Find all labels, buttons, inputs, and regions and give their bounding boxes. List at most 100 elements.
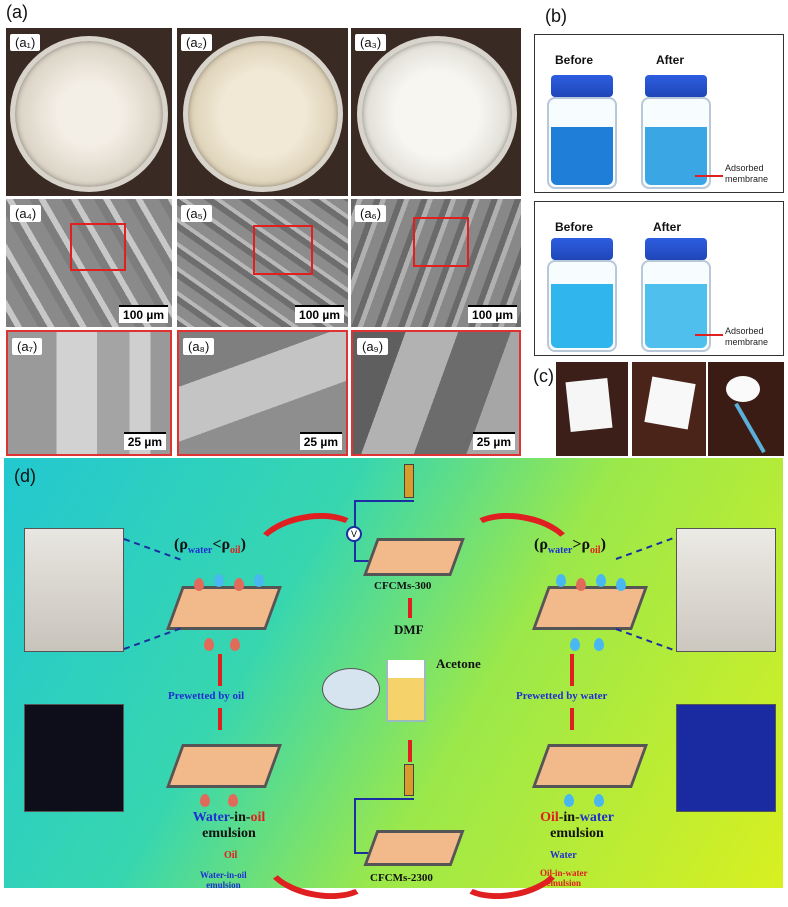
oil-drop bbox=[200, 794, 210, 807]
label-a2: (a₂) bbox=[181, 34, 212, 51]
panel-d: (d) V CFCMs-300 DMF Acetone CFCMs-2300 (… bbox=[4, 458, 783, 907]
rho-open: (ρ bbox=[174, 536, 188, 553]
mesh-right-bottom bbox=[531, 744, 649, 788]
cfcm-top: CFCMs-300 bbox=[374, 580, 432, 592]
bottle-cap bbox=[551, 238, 613, 260]
photo-c1 bbox=[556, 362, 628, 456]
bottle-after bbox=[641, 260, 711, 352]
rho-left: (ρwater<ρoil) bbox=[174, 536, 246, 556]
legend-oiw-b: emulsion bbox=[546, 878, 581, 888]
label-a3: (a₃) bbox=[355, 34, 387, 51]
label-a4: (a₄) bbox=[10, 205, 42, 222]
spider-silk-inset bbox=[322, 668, 380, 710]
scale-bar: 25 µm bbox=[472, 432, 515, 450]
beaker bbox=[386, 660, 426, 722]
liquid bbox=[551, 284, 613, 348]
membrane-sheet bbox=[644, 376, 696, 430]
rho-gt: >ρ bbox=[572, 536, 591, 553]
bottle-before bbox=[547, 260, 617, 352]
scale-bar: 25 µm bbox=[123, 432, 166, 450]
petri-dish bbox=[10, 36, 168, 192]
dashed-connector bbox=[123, 627, 181, 650]
oiw-water: water bbox=[579, 810, 614, 825]
sub-oil: oil bbox=[590, 545, 601, 557]
scale-bar: 100 µm bbox=[119, 305, 168, 323]
label-a8: (a₈) bbox=[183, 338, 215, 355]
legend-wio-a: Water-in-oil bbox=[200, 870, 247, 880]
water-drop bbox=[616, 578, 626, 591]
acetone-label: Acetone bbox=[436, 656, 481, 671]
oil-drop bbox=[194, 578, 204, 591]
mesh-right-top bbox=[531, 586, 649, 630]
scale-bar: 25 µm bbox=[299, 432, 342, 450]
bottle-after bbox=[641, 97, 711, 189]
mesh-bottom bbox=[363, 830, 465, 866]
wio-oil: oil bbox=[250, 810, 266, 825]
pointer-arrow bbox=[695, 175, 723, 177]
oil-drop bbox=[234, 578, 244, 591]
water-drop bbox=[570, 638, 580, 651]
rho-open: (ρ bbox=[534, 536, 548, 553]
mesh-left-bottom bbox=[165, 744, 283, 788]
liquid bbox=[645, 284, 707, 348]
bottle-cap bbox=[551, 75, 613, 97]
photo-c2 bbox=[632, 362, 706, 456]
zoom-box bbox=[253, 225, 313, 275]
scale-bar: 100 µm bbox=[295, 305, 344, 323]
syringe-top bbox=[404, 464, 414, 498]
sem-a8: (a₈) 25 µm bbox=[177, 330, 348, 456]
photo-a3: (a₃) bbox=[351, 28, 521, 196]
photo-setup-right bbox=[676, 528, 776, 652]
after-label: After bbox=[656, 53, 685, 67]
oiw-emulsion: emulsion bbox=[550, 826, 604, 841]
label-a6: (a₆) bbox=[355, 205, 387, 222]
bottle-before bbox=[547, 97, 617, 189]
voltage-label: V bbox=[350, 529, 357, 539]
zoom-box bbox=[70, 223, 126, 271]
prewet-oil: Prewetted by oil bbox=[168, 690, 245, 702]
syringe-bottom bbox=[404, 764, 414, 796]
before-label: Before bbox=[555, 220, 594, 234]
water-drop bbox=[254, 574, 264, 587]
legend-wio-b: emulsion bbox=[206, 880, 241, 890]
oil-drop bbox=[576, 578, 586, 591]
tweezers bbox=[734, 402, 766, 454]
voltage-symbol: V bbox=[346, 526, 362, 542]
label-a7: (a₇) bbox=[12, 338, 43, 355]
arrow-down bbox=[408, 740, 412, 762]
panel-c-label: (c) bbox=[533, 366, 554, 386]
legend-water: Water bbox=[550, 850, 577, 861]
photo-vials-left bbox=[24, 704, 124, 812]
water-drop bbox=[594, 638, 604, 651]
bottle-panel-top: Before After Adsorbed membrane bbox=[534, 34, 784, 193]
sem-a7: (a₇) 25 µm bbox=[6, 330, 172, 456]
water-drop bbox=[214, 574, 224, 587]
wio-in: -in- bbox=[229, 810, 251, 825]
rho-right: (ρwater>ρoil) bbox=[534, 536, 606, 556]
scale-bar: 100 µm bbox=[468, 305, 517, 323]
water-drop bbox=[594, 794, 604, 807]
adsorbed-label: Adsorbed membrane bbox=[725, 326, 769, 347]
sem-a4: (a₄) 100 µm bbox=[6, 199, 172, 327]
label-a5: (a₅) bbox=[181, 205, 213, 222]
prewet-water: Prewetted by water bbox=[516, 690, 608, 702]
rho-lt: <ρ bbox=[212, 536, 231, 553]
pointer-arrow bbox=[695, 334, 723, 336]
cfcm-bottom: CFCMs-2300 bbox=[370, 872, 433, 884]
legend-oiw-a: Oil-in-water bbox=[540, 868, 588, 878]
mesh-top bbox=[363, 538, 465, 576]
arrow-updown bbox=[570, 654, 574, 686]
sub-water: water bbox=[187, 545, 213, 557]
water-drop bbox=[564, 794, 574, 807]
oil-drop bbox=[230, 638, 240, 651]
bottle-panel-bottom: Before After Adsorbed membrane bbox=[534, 201, 784, 356]
dashed-connector bbox=[123, 538, 181, 561]
water-drop bbox=[556, 574, 566, 587]
photo-a2: (a₂) bbox=[177, 28, 348, 196]
rho-close: ) bbox=[240, 536, 246, 553]
arrow-up bbox=[408, 598, 412, 618]
rho-close: ) bbox=[600, 536, 606, 553]
dashed-connector bbox=[615, 628, 673, 651]
